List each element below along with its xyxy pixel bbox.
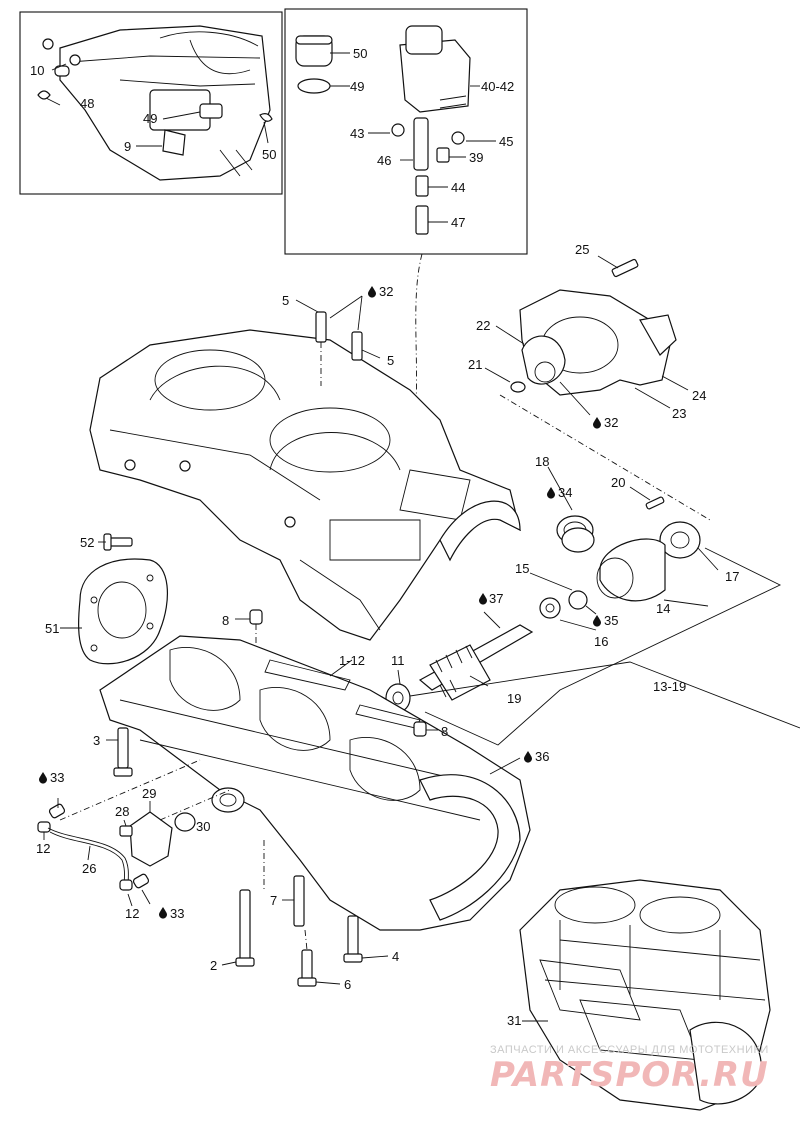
inset-manifold-drawing bbox=[37, 25, 273, 181]
callout-label: 33 bbox=[50, 770, 64, 785]
callout-label: 9 bbox=[124, 139, 131, 154]
lubricant-drop-icon bbox=[547, 487, 555, 499]
callout-label: 43 bbox=[350, 126, 364, 141]
oil-line-drawing bbox=[37, 803, 150, 891]
rotary-valve-group-drawing bbox=[539, 496, 701, 619]
callout-label: 29 bbox=[142, 786, 156, 801]
lubricant-drop-icon bbox=[39, 772, 47, 784]
upper-crankcase-drawing bbox=[89, 329, 521, 641]
callout-label: 50 bbox=[262, 147, 276, 162]
callout-label: 6 bbox=[344, 977, 351, 992]
callout-label: 23 bbox=[672, 406, 686, 421]
callout-label: 44 bbox=[451, 180, 465, 195]
inset-oil-tank-drawing bbox=[295, 25, 471, 235]
inset-frame-oil-tank bbox=[284, 8, 528, 255]
callout-label: 25 bbox=[575, 242, 589, 257]
callout-label: 22 bbox=[476, 318, 490, 333]
callout-label: 26 bbox=[82, 861, 96, 876]
callout-label: 45 bbox=[499, 134, 513, 149]
callout-label: 40-42 bbox=[481, 79, 514, 94]
callout-label: 17 bbox=[725, 569, 739, 584]
callout-label: 52 bbox=[80, 535, 94, 550]
callout-label: 21 bbox=[468, 357, 482, 372]
callout-label: 4 bbox=[392, 949, 399, 964]
callout-label: 11 bbox=[391, 653, 405, 668]
water-pump-drawing bbox=[510, 258, 677, 396]
lubricant-drop-icon bbox=[593, 417, 601, 429]
lubricant-drop-icon bbox=[159, 907, 167, 919]
flange-plate-drawing bbox=[77, 533, 169, 665]
lubricant-drop-icon bbox=[368, 286, 376, 298]
callout-label: 47 bbox=[451, 215, 465, 230]
callout-label: 32 bbox=[604, 415, 618, 430]
watermark-logo-text: PARTSPOR.RU bbox=[490, 1055, 769, 1095]
callout-label: 34 bbox=[558, 485, 572, 500]
bolt-5-lower bbox=[351, 331, 363, 361]
callout-label: 8 bbox=[441, 724, 448, 739]
callout-label: 48 bbox=[80, 96, 94, 111]
callout-label: 13-19 bbox=[653, 679, 686, 694]
callout-label: 37 bbox=[489, 591, 503, 606]
callout-label: 7 bbox=[270, 893, 277, 908]
callout-label: 14 bbox=[656, 601, 670, 616]
callout-label: 51 bbox=[45, 621, 59, 636]
callout-label: 24 bbox=[692, 388, 706, 403]
bolt-5-upper bbox=[315, 311, 327, 343]
engine-assembly-drawing bbox=[519, 879, 771, 1111]
callout-label: 8 bbox=[222, 613, 229, 628]
lower-crankcase-drawing bbox=[99, 635, 531, 931]
callout-label: 18 bbox=[535, 454, 549, 469]
callout-label: 10 bbox=[30, 63, 44, 78]
dowel-pin-upper bbox=[249, 609, 263, 625]
cover-plate-drawing bbox=[119, 811, 196, 867]
callout-label: 19 bbox=[507, 691, 521, 706]
callout-label: 5 bbox=[282, 293, 289, 308]
callout-label: 15 bbox=[515, 561, 529, 576]
callout-label: 28 bbox=[115, 804, 129, 819]
lubricant-drop-icon bbox=[524, 751, 532, 763]
bolt-3-drawing bbox=[113, 727, 133, 777]
callout-label: 30 bbox=[196, 819, 210, 834]
callout-label: 35 bbox=[604, 613, 618, 628]
callout-label: 20 bbox=[611, 475, 625, 490]
callout-label: 12 bbox=[125, 906, 139, 921]
callout-label: 3 bbox=[93, 733, 100, 748]
callout-label: 16 bbox=[594, 634, 608, 649]
watermark-tagline: ЗАПЧАСТИ И АКСЕССУАРЫ ДЛЯ МОТОТЕХНИКИ bbox=[490, 1044, 769, 1056]
bottom-bolts-drawing bbox=[235, 875, 363, 987]
callout-label: 1-12 bbox=[339, 653, 365, 668]
inset-frame-left bbox=[19, 11, 283, 195]
callout-label: 36 bbox=[535, 749, 549, 764]
lubricant-drop-icon bbox=[593, 615, 601, 627]
callout-label: 49 bbox=[143, 111, 157, 126]
callout-label: 5 bbox=[387, 353, 394, 368]
callout-label: 12 bbox=[36, 841, 50, 856]
lubricant-drop-icon bbox=[479, 593, 487, 605]
callout-label: 46 bbox=[377, 153, 391, 168]
callout-label: 39 bbox=[469, 150, 483, 165]
callout-label: 2 bbox=[210, 958, 217, 973]
callout-label: 33 bbox=[170, 906, 184, 921]
callout-label: 49 bbox=[350, 79, 364, 94]
callout-label: 32 bbox=[379, 284, 393, 299]
callout-label: 31 bbox=[507, 1013, 521, 1028]
callout-label: 50 bbox=[353, 46, 367, 61]
